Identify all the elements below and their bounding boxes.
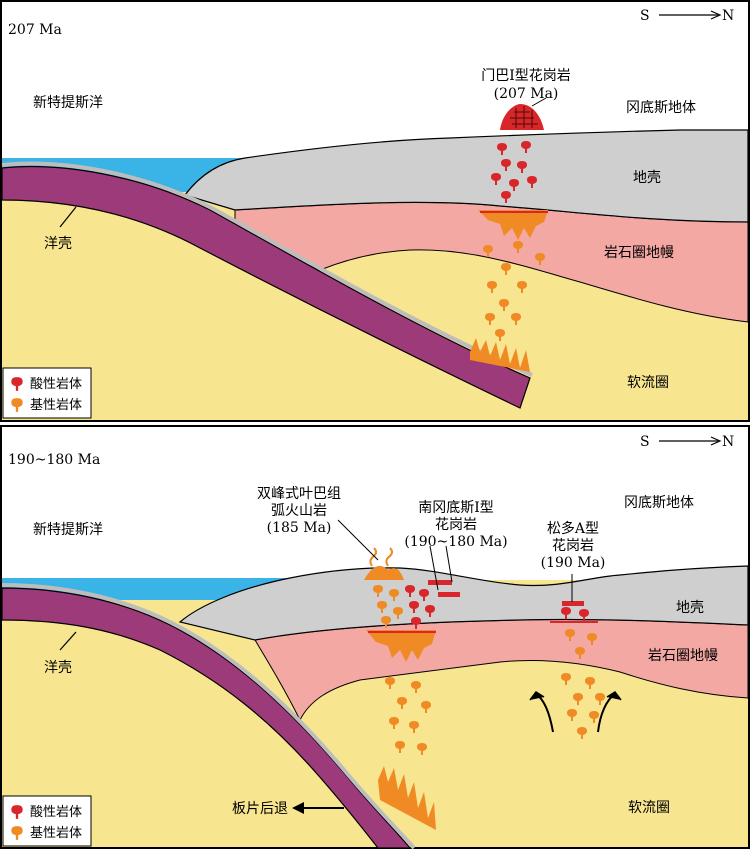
- top-ocean-label: 新特提斯洋: [33, 95, 103, 111]
- top-granite-name: 门巴I型花岗岩: [481, 68, 571, 84]
- bottom-volcanic-line1: 双峰式叶巴组: [257, 486, 341, 502]
- top-slab: [1, 166, 531, 409]
- top-south-label: S: [640, 8, 650, 24]
- top-block-label: 冈底斯地体: [626, 100, 696, 116]
- bottom-panel: [0, 425, 750, 849]
- bottom-volcanic-age: (185 Ma): [266, 520, 332, 536]
- top-slab-melt: [470, 338, 530, 372]
- bottom-granite-s-line2: 花岗岩: [435, 517, 477, 533]
- bottom-crust: [178, 565, 749, 641]
- top-crust-label: 地壳: [633, 170, 661, 186]
- top-litho-mantle-label: 岩石圈地幔: [604, 245, 674, 261]
- bottom-south-label: S: [640, 434, 650, 450]
- bottom-mafic-pool: [366, 630, 436, 662]
- top-legend-mafic: 基性岩体: [30, 398, 83, 413]
- bottom-legend-felsic: 酸性岩体: [30, 805, 83, 820]
- bottom-ocean-label: 新特提斯洋: [33, 522, 103, 538]
- bottom-litho-mantle-label: 岩石圈地幔: [648, 648, 718, 664]
- top-asthenosphere-label: 软流圈: [627, 375, 669, 391]
- bottom-granite-a-line1: 松多A型: [546, 521, 600, 537]
- bottom-north-label: N: [722, 434, 735, 450]
- top-granite-age: (207 Ma): [493, 86, 559, 102]
- top-crust: [184, 129, 749, 223]
- bottom-volcanic-cone: [364, 565, 404, 580]
- bottom-block-label: 冈底斯地体: [624, 495, 694, 511]
- bottom-slab: [1, 587, 412, 849]
- top-oceanic-crust-label: 洋壳: [44, 236, 72, 252]
- bottom-volcanic-line2: 弧火山岩: [271, 503, 327, 519]
- bottom-granite-s-line1: 南冈底斯I型: [418, 500, 494, 516]
- bottom-age-label: 190~180 Ma: [8, 452, 101, 468]
- top-legend-felsic: 酸性岩体: [30, 377, 83, 392]
- bottom-granite-a-age: (190 Ma): [540, 555, 606, 571]
- top-age-label: 207 Ma: [8, 22, 62, 38]
- bottom-granite-a-line2: 花岗岩: [552, 538, 594, 554]
- bottom-granite-s-age: (190~180 Ma): [404, 534, 508, 550]
- bottom-oceanic-crust-label: 洋壳: [44, 660, 72, 676]
- bottom-crust-label: 地壳: [676, 600, 704, 616]
- top-mafic-pool: [478, 210, 548, 240]
- bottom-asthenosphere-label: 软流圈: [628, 800, 670, 816]
- top-north-label: N: [722, 8, 735, 24]
- bottom-rollback-label: 板片后退: [232, 801, 288, 817]
- bottom-slab-melt: [378, 766, 436, 830]
- top-panel: [0, 0, 750, 422]
- bottom-legend-mafic: 基性岩体: [30, 826, 83, 841]
